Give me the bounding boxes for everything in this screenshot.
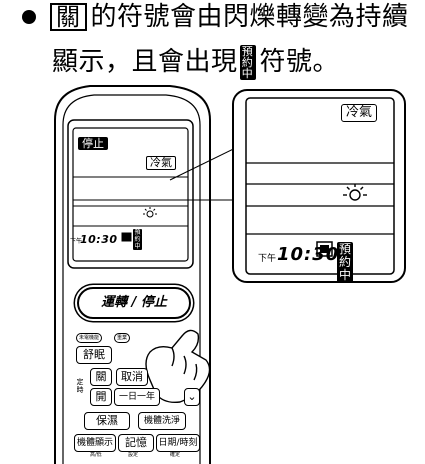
reservation-symbol: 預約中 [239, 45, 256, 80]
date-time-button[interactable]: 日期/時刻 [156, 434, 200, 452]
callout-pm-label: 下午 [258, 254, 277, 264]
instruction-text-2a: 顯示，且會出現 [52, 47, 238, 77]
tiny-label-set: 設定 [128, 452, 139, 458]
cancel-button[interactable]: 取消 [116, 368, 148, 386]
off-box-small [121, 232, 132, 242]
zoom-callout-lcd [245, 97, 395, 275]
remote-inner-edge [62, 94, 201, 464]
pill-power-saving[interactable]: 未電機能 [76, 333, 103, 343]
remote-lcd [72, 127, 189, 262]
fan-sun-icon-large [343, 184, 367, 201]
run-stop-button[interactable]: 運轉 / 停止 [77, 287, 191, 319]
on-timer-button[interactable]: 開 [90, 388, 112, 406]
day-week-button[interactable]: 一日一年 [114, 388, 160, 406]
memory-button[interactable]: 記憶 [118, 434, 154, 452]
comfort-button[interactable]: 舒眠 [76, 346, 112, 364]
instruction-line-2: 顯示，且會出現預約中符號。 [52, 45, 339, 80]
pill-heavy[interactable]: 重業 [114, 333, 131, 343]
instruction-text-2b: 符號。 [259, 47, 340, 77]
display-button[interactable]: 機體顯示 [74, 434, 116, 452]
bullet-icon [22, 10, 36, 24]
off-symbol-chip: 關 [50, 3, 87, 31]
timer-side-label: 定時 [76, 378, 84, 394]
lcd-reservation-symbol: 預約中 [133, 229, 142, 250]
machine-clean-button[interactable]: 機體洗淨 [138, 412, 186, 430]
lcd-time: 10:30 [80, 233, 118, 246]
lcd-pm-label: 下午 [70, 238, 83, 245]
instruction-text-1: 的符號會由閃爍轉變為持續 [90, 2, 409, 32]
callout-time: 10:30 [277, 244, 340, 265]
tiny-label-high-low: 高/低 [90, 452, 102, 458]
chevron-down-icon: ⌄ [187, 390, 197, 403]
instruction-note: 關的符號會由閃爍轉變為持續 顯示，且會出現預約中符號。 [0, 0, 425, 100]
remote-lcd-frame [67, 119, 194, 269]
callout-mode-cool: 冷氣 [341, 104, 378, 122]
tiny-label-confirm: 確定 [170, 452, 181, 458]
pointing-hand-icon [145, 329, 211, 404]
keep-warm-button[interactable]: 保濕 [84, 412, 130, 430]
remote-body [54, 85, 211, 464]
instruction-line-1: 關的符號會由閃爍轉變為持續 [50, 2, 409, 32]
lcd-mode-cool: 冷氣 [146, 156, 176, 170]
down-arrow-button[interactable]: ⌄ [184, 388, 200, 406]
lcd-stop-badge: 停止 [78, 137, 108, 150]
off-timer-button[interactable]: 關 [90, 368, 112, 386]
callout-reservation-symbol: 預約中 [337, 242, 353, 283]
fan-sun-icon-small [143, 207, 157, 218]
